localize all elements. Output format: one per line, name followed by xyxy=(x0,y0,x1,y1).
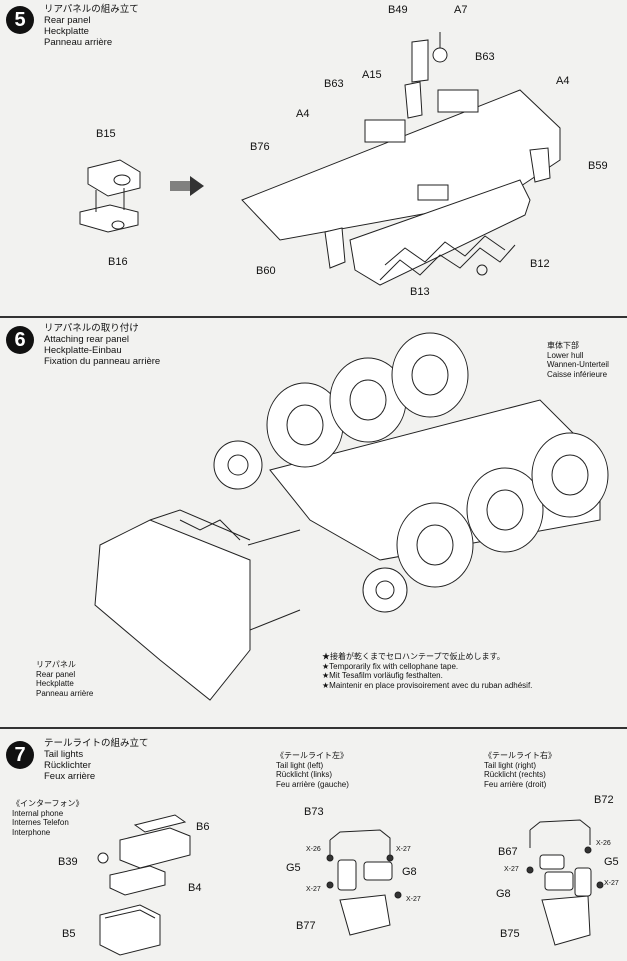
note-jp: ★接着が乾くまでセロハンテープで仮止めします。 xyxy=(322,652,505,661)
caption-fr: Interphone xyxy=(12,827,51,837)
label-en: Lower hull xyxy=(547,350,584,360)
step-number-badge: 6 xyxy=(6,326,34,354)
caption-en: Tail light (left) xyxy=(276,760,324,770)
part-label: A4 xyxy=(296,108,310,120)
part-label: X-27 xyxy=(406,896,421,903)
title-jp: リアパネルの取り付け xyxy=(44,323,139,334)
title-de: Heckplatte xyxy=(44,26,89,37)
caption-de: Rücklicht (links) xyxy=(276,770,333,779)
label-en: Rear panel xyxy=(36,669,76,679)
caption-jp: 《テールライト右》 xyxy=(484,751,556,760)
part-label: G8 xyxy=(402,866,417,878)
arrow-drawing xyxy=(170,176,204,196)
part-label: B63 xyxy=(324,78,344,90)
part-label: B76 xyxy=(250,141,270,153)
interphone-caption: 《インターフォン》 Internal phone Internes Telefo… xyxy=(12,799,84,837)
note-de: ★Mit Tesafilm vorläufig festhalten. xyxy=(322,671,443,680)
tail-light-left-drawing xyxy=(326,829,402,936)
title-jp: テールライトの組み立て xyxy=(44,738,149,749)
assembly-note: ★接着が乾くまでセロハンテープで仮止めします。 ★Temporarily fix… xyxy=(322,652,532,690)
caption-en: Tail light (right) xyxy=(484,760,537,770)
part-label: B75 xyxy=(500,928,520,940)
part-label: B67 xyxy=(498,846,518,858)
title-fr: Feux arrière xyxy=(44,771,96,782)
label-jp: 車体下部 xyxy=(547,341,579,350)
title-en: Attaching rear panel xyxy=(44,334,130,345)
title-de: Rücklichter xyxy=(44,760,91,771)
title-fr: Fixation du panneau arrière xyxy=(44,356,161,367)
caption-fr: Feu arrière (droit) xyxy=(484,779,547,789)
note-en: ★Temporarily fix with cellophane tape. xyxy=(322,661,459,671)
part-label: G8 xyxy=(496,888,511,900)
rear-panel-assembly-drawing xyxy=(241,32,561,286)
caption-fr: Feu arrière (gauche) xyxy=(276,779,349,789)
step-divider xyxy=(0,727,627,729)
part-label: B60 xyxy=(256,265,276,277)
label-fr: Panneau arrière xyxy=(36,688,94,698)
part-label: B63 xyxy=(475,51,495,63)
label-jp: リアパネル xyxy=(36,660,76,669)
part-label: B77 xyxy=(296,920,316,932)
title-de: Heckplatte-Einbau xyxy=(44,345,122,356)
title-en: Tail lights xyxy=(44,749,84,760)
lower-hull-label: 車体下部 Lower hull Wannen-Unterteil Caisse … xyxy=(547,341,609,379)
part-label: X-27 xyxy=(306,886,321,893)
part-label: B13 xyxy=(410,286,430,298)
tail-light-right-caption: 《テールライト右》 Tail light (right) Rücklicht (… xyxy=(484,751,556,789)
part-label: X-27 xyxy=(604,880,619,887)
part-label: X-26 xyxy=(306,846,321,853)
tail-light-right-drawing xyxy=(526,819,604,946)
part-label: B16 xyxy=(108,256,128,268)
caption-jp: 《インターフォン》 xyxy=(12,799,84,808)
caption-en: Internal phone xyxy=(12,808,64,818)
lower-hull-drawing xyxy=(94,332,609,701)
rear-panel-label: リアパネル Rear panel Heckplatte Panneau arri… xyxy=(36,660,93,698)
part-label: G5 xyxy=(604,856,619,868)
step-title: リアパネルの組み立て Rear panel Heckplatte Panneau… xyxy=(44,4,139,48)
step-divider xyxy=(0,316,627,318)
part-label: X-26 xyxy=(596,840,611,847)
step-number-badge: 7 xyxy=(6,741,34,769)
part-label: B39 xyxy=(58,856,78,868)
part-label: B72 xyxy=(594,794,614,806)
label-de: Wannen-Unterteil xyxy=(547,360,609,369)
note-fr: ★Maintenir en place provisoirement avec … xyxy=(322,680,533,690)
step-title: リアパネルの取り付け Attaching rear panel Heckplat… xyxy=(44,323,160,367)
b15-b16-bracket-drawing xyxy=(79,159,141,233)
label-de: Heckplatte xyxy=(36,679,74,688)
title-en: Rear panel xyxy=(44,15,91,26)
tail-light-left-caption: 《テールライト左》 Tail light (left) Rücklicht (l… xyxy=(276,751,349,789)
part-label: A15 xyxy=(362,69,382,81)
caption-de: Rücklicht (rechts) xyxy=(484,770,546,779)
caption-de: Internes Telefon xyxy=(12,818,69,827)
title-fr: Panneau arrière xyxy=(44,37,113,48)
step-number-badge: 5 xyxy=(6,6,34,34)
part-label: B59 xyxy=(588,160,608,172)
step-title: テールライトの組み立て Tail lights Rücklichter Feux… xyxy=(44,738,149,782)
part-label: A7 xyxy=(454,4,468,16)
label-fr: Caisse inférieure xyxy=(547,369,608,379)
part-label: B6 xyxy=(196,821,210,833)
part-label: X-27 xyxy=(396,846,411,853)
part-label: A4 xyxy=(556,75,570,87)
part-label: X-27 xyxy=(504,866,519,873)
part-label: B73 xyxy=(304,806,324,818)
part-label: B12 xyxy=(530,258,550,270)
interphone-drawing xyxy=(97,814,191,956)
part-label: B49 xyxy=(388,4,408,16)
part-label: B5 xyxy=(62,928,76,940)
part-label: G5 xyxy=(286,862,301,874)
caption-jp: 《テールライト左》 xyxy=(276,751,348,760)
part-label: B4 xyxy=(188,882,202,894)
title-jp: リアパネルの組み立て xyxy=(44,4,139,15)
part-label: B15 xyxy=(96,128,116,140)
